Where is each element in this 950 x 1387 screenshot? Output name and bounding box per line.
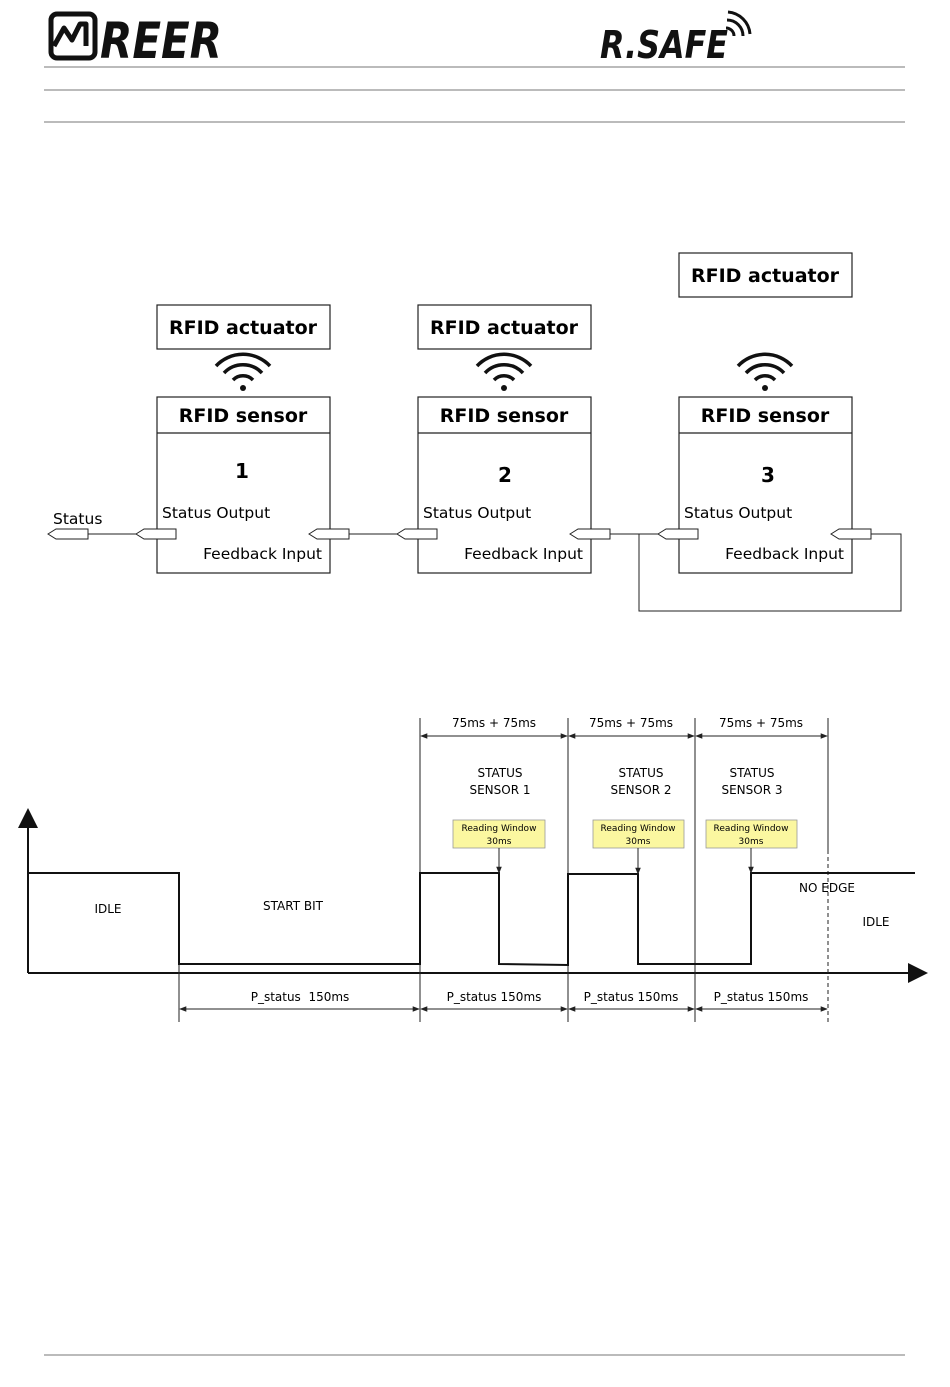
status-signal: [28, 872, 915, 967]
rfid-unit-1: RFID actuator RFID sensor 1 Status Outpu…: [156, 304, 331, 574]
top-interval-label-2: 75ms + 75ms: [589, 716, 673, 730]
actuator-label-1: RFID actuator: [169, 317, 318, 339]
sensor-number-2: 2: [498, 463, 512, 487]
sensor-label-1: RFID sensor: [179, 405, 308, 427]
port-arrow-icon: [396, 528, 438, 540]
status-sensor-1-line1: STATUS: [477, 766, 522, 780]
actuator-box-3: [678, 252, 853, 298]
svg-text:Reading Window: Reading Window: [714, 824, 789, 834]
wireless-signal-icon: [475, 352, 533, 393]
rfid-unit-2: RFID actuator RFID sensor 2 Status Outpu…: [417, 304, 592, 574]
reading-window-2: Reading Window 30ms: [592, 819, 685, 875]
interval-boundaries: [178, 718, 829, 1022]
status-sensor-1-line2: SENSOR 1: [469, 783, 530, 797]
svg-text:R.SAFE: R.SAFE: [600, 23, 728, 64]
rsafe-logo: R.SAFE: [600, 10, 752, 64]
sensor-label-3: RFID sensor: [701, 405, 830, 427]
status-sensor-3-line2: SENSOR 3: [721, 783, 782, 797]
sensor-box-3: [678, 396, 853, 574]
reer-logo: REER: [48, 11, 222, 64]
feedback-input-label-2: Feedback Input: [464, 545, 583, 563]
status-sensor-2-line2: SENSOR 2: [610, 783, 671, 797]
svg-text:30ms: 30ms: [487, 837, 512, 847]
sensor-number-1: 1: [235, 459, 249, 483]
status-output-label-2: Status Output: [423, 504, 531, 522]
actuator-box-2: [417, 304, 592, 350]
feedback-input-label-3: Feedback Input: [725, 545, 844, 563]
port-arrow-icon: [569, 528, 611, 540]
rfid-unit-3: RFID actuator RFID sensor 3 Status Outpu…: [678, 252, 853, 574]
actuator-label-2: RFID actuator: [430, 317, 579, 339]
actuator-box-1: [156, 304, 331, 350]
top-interval-label-1: 75ms + 75ms: [452, 716, 536, 730]
actuator-label-3: RFID actuator: [691, 265, 840, 287]
bottom-interval-label-2: P_status 150ms: [447, 990, 542, 1004]
header-rules: [44, 66, 905, 123]
wireless-signal-icon: [736, 352, 794, 393]
port-arrow-icon: [47, 528, 89, 540]
top-interval-label-3: 75ms + 75ms: [719, 716, 803, 730]
idle-start-label: IDLE: [94, 902, 121, 916]
svg-text:Reading Window: Reading Window: [462, 824, 537, 834]
svg-text:30ms: 30ms: [626, 837, 651, 847]
svg-text:30ms: 30ms: [739, 837, 764, 847]
bottom-interval-label-3: P_status 150ms: [584, 990, 679, 1004]
bottom-interval-label-4: P_status 150ms: [714, 990, 809, 1004]
svg-text:Reading Window: Reading Window: [601, 824, 676, 834]
status-sensor-2-line1: STATUS: [618, 766, 663, 780]
feedback-input-label-1: Feedback Input: [203, 545, 322, 563]
reading-window-3: Reading Window 30ms: [705, 819, 798, 874]
wireless-signal-icon: [214, 352, 272, 393]
no-edge-label: NO EDGE: [799, 881, 855, 895]
svg-text:REER: REER: [100, 12, 222, 64]
port-arrow-icon: [657, 528, 699, 540]
sensor-label-2: RFID sensor: [440, 405, 569, 427]
bottom-interval-label-1: P_status 150ms: [251, 990, 350, 1004]
status-output-label-3: Status Output: [684, 504, 792, 522]
footer-rule: [44, 1354, 905, 1356]
status-output-label-1: Status Output: [162, 504, 270, 522]
start-bit-label: START BIT: [263, 899, 324, 913]
wiring-diagram: RFID actuator RFID sensor 1 Status Outpu…: [47, 252, 902, 612]
status-sensor-3-line1: STATUS: [729, 766, 774, 780]
port-arrow-icon: [830, 528, 872, 540]
sensor-box-2: [417, 396, 592, 574]
sensor-number-3: 3: [761, 463, 775, 487]
idle-end-label: IDLE: [862, 915, 889, 929]
status-line-label: Status: [53, 510, 102, 528]
timing-diagram: 75ms + 75ms 75ms + 75ms 75ms + 75ms STAT…: [18, 716, 928, 1022]
port-arrow-icon: [135, 528, 177, 540]
sensor-box-1: [156, 396, 331, 574]
wires: [88, 533, 902, 612]
reading-window-1: Reading Window 30ms: [452, 819, 546, 874]
port-arrow-icon: [308, 528, 350, 540]
